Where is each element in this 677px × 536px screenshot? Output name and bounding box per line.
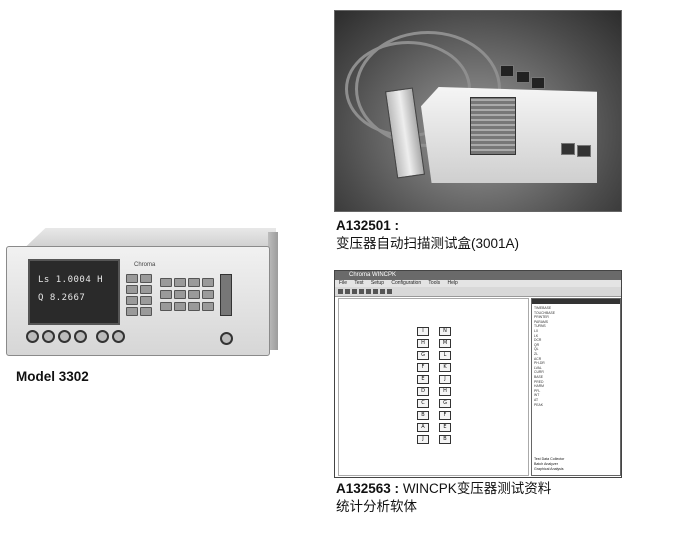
list-item[interactable]: CURR — [534, 370, 544, 375]
pin-left: D — [417, 387, 429, 396]
pin-right: B — [439, 435, 451, 444]
pin-right: J — [439, 375, 451, 384]
list-footer-item[interactable]: Batch Analyzer — [534, 462, 558, 466]
pin-left: J — [417, 435, 429, 444]
list-header — [532, 299, 620, 304]
list-item[interactable]: QR — [534, 342, 540, 347]
list-item[interactable]: ACR — [534, 356, 542, 361]
pin-left: I — [417, 327, 429, 336]
scan-test-fixture-image — [334, 10, 622, 212]
list-item[interactable]: PFL — [534, 388, 541, 393]
list-item[interactable]: DCR — [534, 338, 542, 343]
model-3302-instrument-image: Ls 1.0004 H Q 8.2667 Chroma — [6, 228, 278, 356]
instrument-keypad — [126, 274, 216, 324]
list-item[interactable]: PH-DR — [534, 361, 545, 366]
pin-right: M — [439, 339, 451, 348]
list-item[interactable]: ZL — [534, 352, 538, 356]
transformer-socket — [470, 97, 516, 155]
menu-bar: File Test Setup Configuration Tools Help — [335, 280, 621, 287]
list-item[interactable]: QL — [534, 347, 539, 352]
wincpk-software-screenshot: Chroma WINCPK File Test Setup Configurat… — [334, 270, 622, 478]
pin-right: H — [439, 387, 451, 396]
list-item[interactable]: WT — [534, 393, 540, 398]
pin-left: G — [417, 351, 429, 360]
pin-left: F — [417, 363, 429, 372]
instrument-brand: Chroma — [134, 262, 156, 268]
list-item[interactable]: PEAK — [534, 402, 544, 407]
pin-left: E — [417, 375, 429, 384]
pin-right: K — [439, 363, 451, 372]
model-caption: Model 3302 — [16, 369, 89, 384]
list-footer-item[interactable]: Graphical Analysis — [534, 467, 564, 471]
instrument-side-panel — [268, 232, 278, 350]
instrument-terminals — [26, 330, 126, 344]
pin-left: A — [417, 423, 429, 432]
pin-left: H — [417, 339, 429, 348]
pin-right: L — [439, 351, 451, 360]
pin-left: C — [417, 399, 429, 408]
list-item[interactable]: TIMEBASE — [534, 306, 552, 310]
software-caption-line-1: A132563 : WINCPK变压器测试资料 — [336, 481, 552, 496]
list-footer-item[interactable]: Test Data Collector — [534, 457, 565, 461]
pin-right: N — [439, 327, 451, 336]
fixture-caption-desc: 变压器自动扫描测试盒(3001A) — [336, 236, 520, 251]
list-item[interactable]: LK — [534, 333, 539, 338]
pin-left: B — [417, 411, 429, 420]
list-item[interactable]: TURNS — [534, 324, 546, 329]
power-knob — [220, 332, 233, 345]
fixture-caption-code: A132501 : — [336, 218, 400, 233]
pin-right: F — [439, 411, 451, 420]
instrument-display: Ls 1.0004 H Q 8.2667 — [28, 259, 120, 325]
pin-right: E — [439, 423, 451, 432]
instrument-card-slot — [220, 274, 232, 316]
software-caption-line-2: 统计分析软体 — [336, 499, 417, 514]
list-item[interactable]: LVAL — [534, 365, 542, 370]
list-item[interactable]: PRINTER — [534, 315, 549, 320]
list-item[interactable]: PRED — [534, 379, 544, 384]
display-line-2: Q 8.2667 — [38, 293, 86, 303]
list-item[interactable]: HARM — [534, 384, 544, 389]
list-item[interactable]: BASE — [534, 375, 544, 379]
pin-right: G — [439, 399, 451, 408]
list-item[interactable]: LX — [534, 329, 539, 333]
list-item[interactable]: AT — [534, 398, 539, 402]
list-item[interactable]: TOUCHBASE — [534, 310, 556, 315]
list-item[interactable]: PARAMS — [534, 319, 549, 324]
toolbar — [335, 287, 621, 297]
display-line-1: Ls 1.0004 H — [38, 275, 104, 285]
instrument-top-cover — [24, 228, 276, 248]
window-title: Chroma WINCPK — [335, 271, 621, 280]
